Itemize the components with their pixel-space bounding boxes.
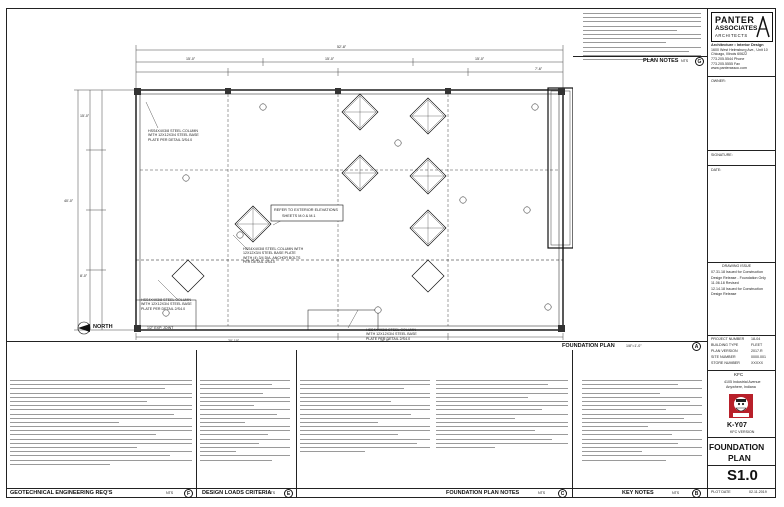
divider-f-e — [196, 350, 197, 498]
dim-a: 15'-0" — [186, 57, 196, 61]
issue-4: 12.14.18 Issued for Construction — [711, 286, 763, 291]
geotech-scale: NTS — [166, 491, 174, 495]
key-notes-titlebar: KEY NOTES NTS B — [572, 488, 707, 498]
plan-notes-letter: G — [695, 57, 704, 66]
divider-c-b — [572, 350, 573, 498]
plan-note-5: 1/2" EXP. JOINT — [147, 326, 174, 330]
sheet-title-line1: FOUNDATION — [709, 442, 765, 452]
dim-left-b: 8'-0" — [80, 274, 88, 278]
tb-line-4 — [707, 262, 776, 263]
dim-left-a: 15'-0" — [80, 114, 90, 118]
drawing-issue-label: DRAWING ISSUE — [722, 264, 752, 268]
field-store-number: STORE NUMBER XXXXX — [711, 361, 763, 365]
plan-note-3: HSS4X4X3/8 STEEL COLUMN WITH 12X12X3/4 S… — [141, 298, 192, 311]
dim-d: 7'-6" — [535, 67, 543, 71]
plan-note-4: HSS4X4X3/8 STEEL COLUMN WITH 12X12X3/4 S… — [366, 328, 417, 341]
signature-label: SIGNATURE: — [711, 153, 733, 157]
key-notes-title: KEY NOTES — [622, 490, 654, 496]
issue-5: Design Release — [711, 292, 737, 297]
dim-b: 15'-0" — [325, 57, 335, 61]
foundation-notes-titlebar: FOUNDATION PLAN NOTES NTS C — [296, 488, 572, 498]
client-address-1: 4105 Industrial Avenue — [724, 380, 761, 384]
plan-notes-panel — [573, 10, 706, 62]
design-loads-scale: NTS — [268, 491, 276, 495]
plan-notes-title: PLAN NOTES — [643, 58, 679, 64]
plan-callout-line2: SHEETS M.0 & M.1 — [282, 214, 316, 218]
north-label: NORTH — [93, 324, 113, 330]
geotech-letter: F — [184, 489, 193, 498]
titleblock-divider — [707, 8, 708, 498]
design-loads-title: DESIGN LOADS CRITERIA — [202, 490, 272, 496]
client-address-2: Anywhere, Indiana — [726, 385, 756, 389]
dim-overall: 52'-8" — [337, 45, 347, 49]
plan-notes-scale: NTS — [681, 59, 689, 63]
tb-line-9 — [707, 488, 776, 489]
brand-code: K-Y07 — [727, 422, 747, 429]
sheet-border — [6, 8, 776, 498]
sheet-title-line2: PLAN — [728, 453, 751, 463]
firm-name-line1: PANTER — [715, 15, 755, 25]
tb-line-2 — [707, 150, 776, 151]
dim-left-overall: 40'-0" — [64, 199, 74, 203]
firm-name-line2: ASSOCIATES — [715, 25, 758, 32]
field-site-number: SITE NUMBER 0000.001 — [711, 355, 766, 359]
north-arrow-graphic — [77, 321, 91, 335]
tb-line-3 — [707, 165, 776, 166]
foundation-notes-col2 — [436, 380, 568, 451]
tb-line-8 — [707, 465, 776, 466]
firm-address: Architecture • Interior Design 1600 West… — [711, 43, 768, 71]
foundation-plan-scale: 1/8"=1'-0" — [626, 344, 642, 348]
design-loads-letter: E — [284, 489, 293, 498]
tb-line-7 — [707, 437, 776, 438]
tb-line-1 — [707, 76, 776, 77]
issue-2: Design Release - Foundation Only — [711, 275, 766, 280]
issue-3: 11.06.18 Revised — [711, 281, 739, 286]
key-notes-text — [582, 380, 702, 464]
tb-line-6 — [707, 370, 776, 371]
client-name: KFC — [734, 372, 744, 377]
geotech-titlebar: GEOTECHNICAL ENGINEERING REQ'S NTS F — [6, 488, 196, 498]
owner-label: OWNER: — [711, 79, 726, 83]
tb-line-5 — [707, 335, 776, 336]
plan-note-2: HSS4X4X3/8 STEEL COLUMN WITH 12X12X3/4 S… — [243, 247, 304, 265]
foundation-notes-title: FOUNDATION PLAN NOTES — [446, 490, 520, 496]
dim-c: 15'-0" — [475, 57, 485, 61]
brand-code-sub: KFC VERSION — [730, 430, 755, 434]
issue-1: 07.31.18 Issued for Construction — [711, 270, 763, 274]
geotech-title: GEOTECHNICAL ENGINEERING REQ'S — [10, 490, 113, 496]
plan-callout-line1: REFER TO EXTERIOR ELEVATIONS — [274, 208, 338, 212]
sheet-number: S1.0 — [727, 467, 758, 484]
design-loads-titlebar: DESIGN LOADS CRITERIA NTS E — [196, 488, 296, 498]
foundation-notes-letter: C — [558, 489, 567, 498]
date-label: DATE: — [711, 168, 722, 172]
foundation-plan-drawing — [74, 45, 573, 340]
geotech-text — [10, 380, 192, 468]
firm-logo-mark — [756, 16, 770, 38]
plan-note-1: HSS4X4X3/8 STEEL COLUMN WITH 12X12X3/4 S… — [148, 129, 199, 142]
issue-list: 07.31.18 Issued for Construction Design … — [711, 270, 775, 297]
plan-notes-titlebar: PLAN NOTES NTS G — [573, 56, 707, 66]
plan-notes-text — [583, 13, 701, 63]
key-notes-scale: NTS — [672, 491, 680, 495]
foundation-plan-titlebar: FOUNDATION PLAN 1/8"=1'-0" A — [6, 341, 707, 351]
field-project-number: PROJECT NUMBER 18-04 — [711, 337, 761, 341]
kfc-logo-icon — [729, 394, 753, 418]
firm-logo: PANTER ASSOCIATES ARCHITECTS — [711, 12, 773, 42]
divider-e-c — [296, 350, 297, 498]
plot-date: 02.11.2019 — [749, 490, 767, 494]
foundation-plan-title: FOUNDATION PLAN — [562, 343, 615, 349]
design-loads-text — [200, 380, 290, 464]
foundation-notes-scale: NTS — [538, 491, 546, 495]
foundation-notes-col1 — [300, 380, 430, 455]
project-fields: PROJECT NUMBER 18-04 BUILDING TYPE FLEET… — [711, 337, 775, 368]
foundation-plan-letter: A — [692, 342, 701, 351]
plot-date-label: PLOT DATE — [711, 490, 731, 494]
field-plan-version: PLAN VERSION 2017.R — [711, 349, 763, 353]
key-notes-letter: B — [692, 489, 701, 498]
firm-name-line3: ARCHITECTS — [715, 33, 748, 38]
field-building-type: BUILDING TYPE FLEET — [711, 343, 763, 347]
